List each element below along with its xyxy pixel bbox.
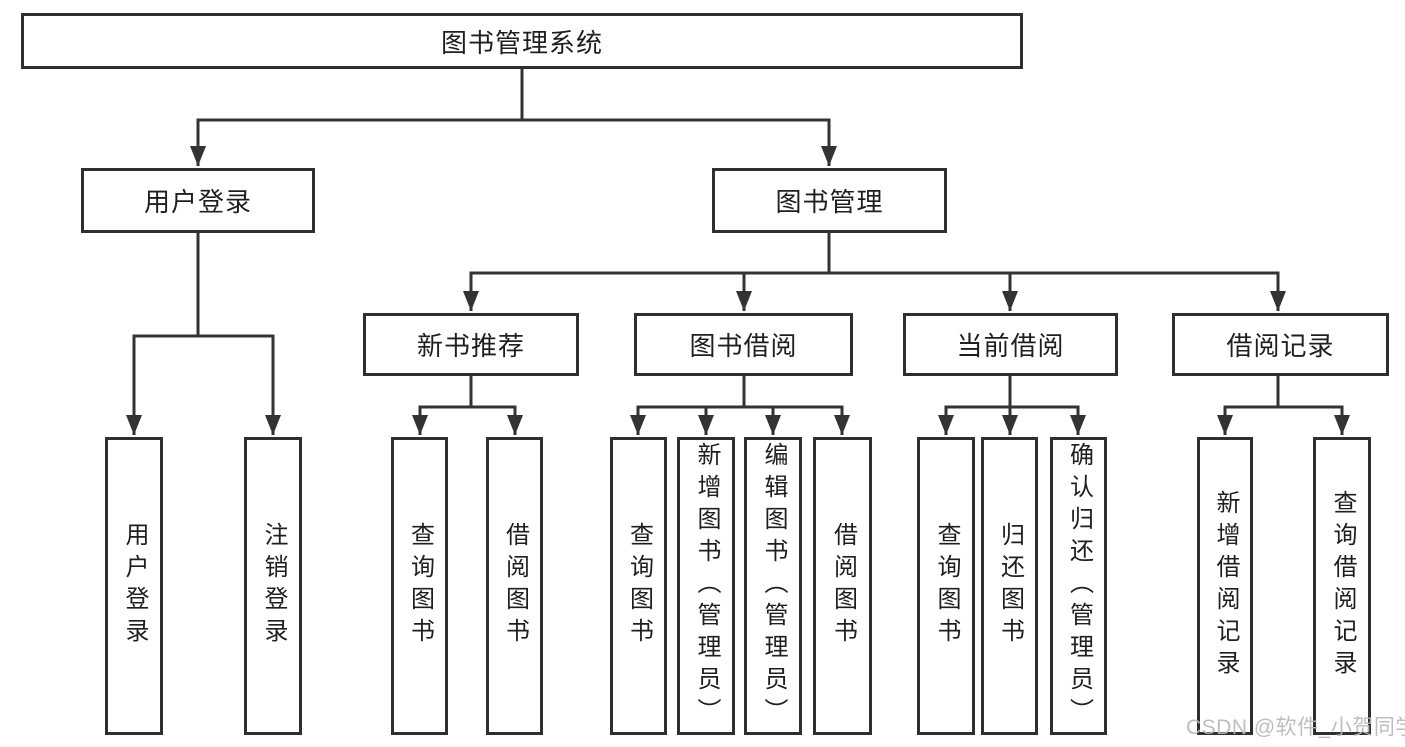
node-book-management-label: 图书管理 <box>775 187 884 217</box>
leaf-borrow-books-2-label: 借阅图书 <box>829 522 857 650</box>
leaf-add-book-admin-label: 新增图书（管理员） <box>693 442 720 730</box>
node-library-system: 图书管理系统 <box>21 13 1023 69</box>
node-book-borrow: 图书借阅 <box>634 313 853 376</box>
leaf-query-books-2: 查询图书 <box>610 437 667 735</box>
leaf-query-books-3-label: 查询图书 <box>933 522 960 650</box>
node-borrow-records: 借阅记录 <box>1172 313 1389 376</box>
leaf-return-book-label: 归还图书 <box>996 522 1024 650</box>
leaf-borrow-books-1: 借阅图书 <box>486 437 543 735</box>
node-current-borrow: 当前借阅 <box>903 313 1118 376</box>
node-current-borrow-label: 当前借阅 <box>956 331 1065 361</box>
leaf-query-books-2-label: 查询图书 <box>625 522 653 650</box>
leaf-return-book: 归还图书 <box>981 437 1038 735</box>
node-book-borrow-label: 图书借阅 <box>689 331 798 361</box>
leaf-confirm-return-admin: 确认归还（管理员） <box>1050 437 1107 735</box>
leaf-borrow-books-1-label: 借阅图书 <box>501 522 529 650</box>
leaf-user-login-label: 用户登录 <box>121 522 148 650</box>
leaf-query-books-1-label: 查询图书 <box>406 522 434 650</box>
leaf-user-login: 用户登录 <box>105 437 163 735</box>
node-user-login-label: 用户登录 <box>143 187 252 217</box>
leaf-add-borrow-record-label: 新增借阅记录 <box>1212 490 1239 682</box>
leaf-edit-book-admin-label: 编辑图书（管理员） <box>760 442 787 730</box>
node-book-management: 图书管理 <box>712 168 947 233</box>
leaf-edit-book-admin: 编辑图书（管理员） <box>744 437 802 735</box>
leaf-query-books-1: 查询图书 <box>391 437 448 735</box>
leaf-confirm-return-admin-label: 确认归还（管理员） <box>1065 442 1093 730</box>
leaf-borrow-books-2: 借阅图书 <box>813 437 872 735</box>
leaf-logout-label: 注销登录 <box>260 522 287 650</box>
leaf-query-borrow-record-label: 查询借阅记录 <box>1329 490 1356 682</box>
node-new-book-recommend-label: 新书推荐 <box>416 331 525 361</box>
node-user-login: 用户登录 <box>81 168 315 233</box>
leaf-query-borrow-record: 查询借阅记录 <box>1313 437 1371 735</box>
leaf-add-book-admin: 新增图书（管理员） <box>677 437 735 735</box>
leaf-query-books-3: 查询图书 <box>917 437 975 735</box>
node-library-system-label: 图书管理系统 <box>440 27 603 58</box>
leaf-logout: 注销登录 <box>244 437 302 735</box>
leaf-add-borrow-record: 新增借阅记录 <box>1197 437 1253 735</box>
node-borrow-records-label: 借阅记录 <box>1226 331 1335 361</box>
node-new-book-recommend: 新书推荐 <box>363 313 579 376</box>
watermark: CSDN @软件_小贺同学 <box>1186 716 1405 739</box>
